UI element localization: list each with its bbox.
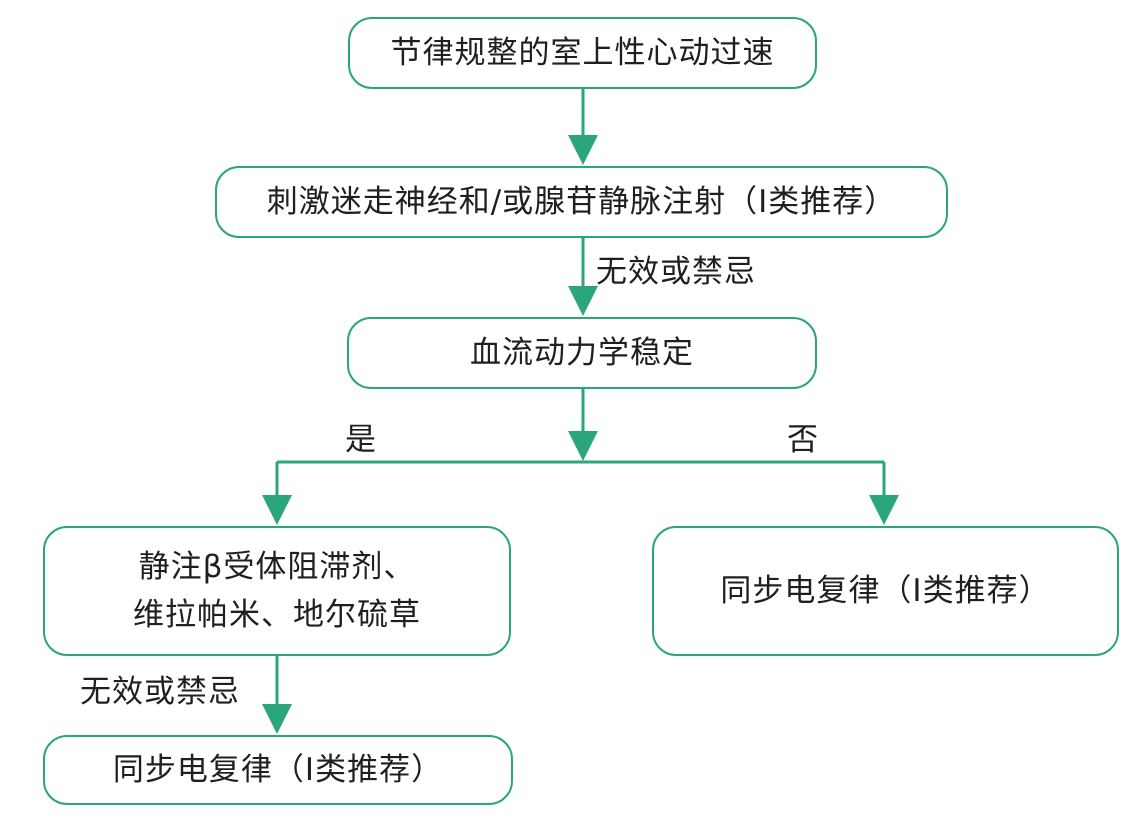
cardioversion-right-node-text: 同步电复律（Ⅰ类推荐） bbox=[720, 572, 1051, 609]
cardioversion-bottom-node: 同步电复律（Ⅰ类推荐） bbox=[43, 735, 513, 805]
yes-label: 是 bbox=[345, 422, 377, 458]
drug-node-line-2: 维拉帕米、地尔硫草 bbox=[133, 597, 421, 633]
ineffective-label-1: 无效或禁忌 bbox=[596, 254, 756, 290]
drug-node-line-1: 静注β受体阻滞剂、 bbox=[138, 548, 416, 585]
no-label: 否 bbox=[787, 422, 819, 458]
vagal-node: 刺激迷走神经和/或腺苷静脉注射（Ⅰ类推荐） bbox=[215, 166, 948, 238]
vagal-node-text: 刺激迷走神经和/或腺苷静脉注射（Ⅰ类推荐） bbox=[266, 183, 897, 220]
drug-node: 静注β受体阻滞剂、 维拉帕米、地尔硫草 bbox=[43, 526, 511, 656]
hemodynamics-node-text: 血流动力学稳定 bbox=[470, 334, 694, 371]
start-node: 节律规整的室上性心动过速 bbox=[348, 17, 817, 89]
cardioversion-right-node: 同步电复律（Ⅰ类推荐） bbox=[652, 526, 1119, 656]
start-node-text: 节律规整的室上性心动过速 bbox=[390, 34, 775, 71]
hemodynamics-node: 血流动力学稳定 bbox=[347, 317, 817, 389]
cardioversion-bottom-node-text: 同步电复律（Ⅰ类推荐） bbox=[112, 751, 444, 788]
ineffective-label-2: 无效或禁忌 bbox=[80, 674, 240, 710]
